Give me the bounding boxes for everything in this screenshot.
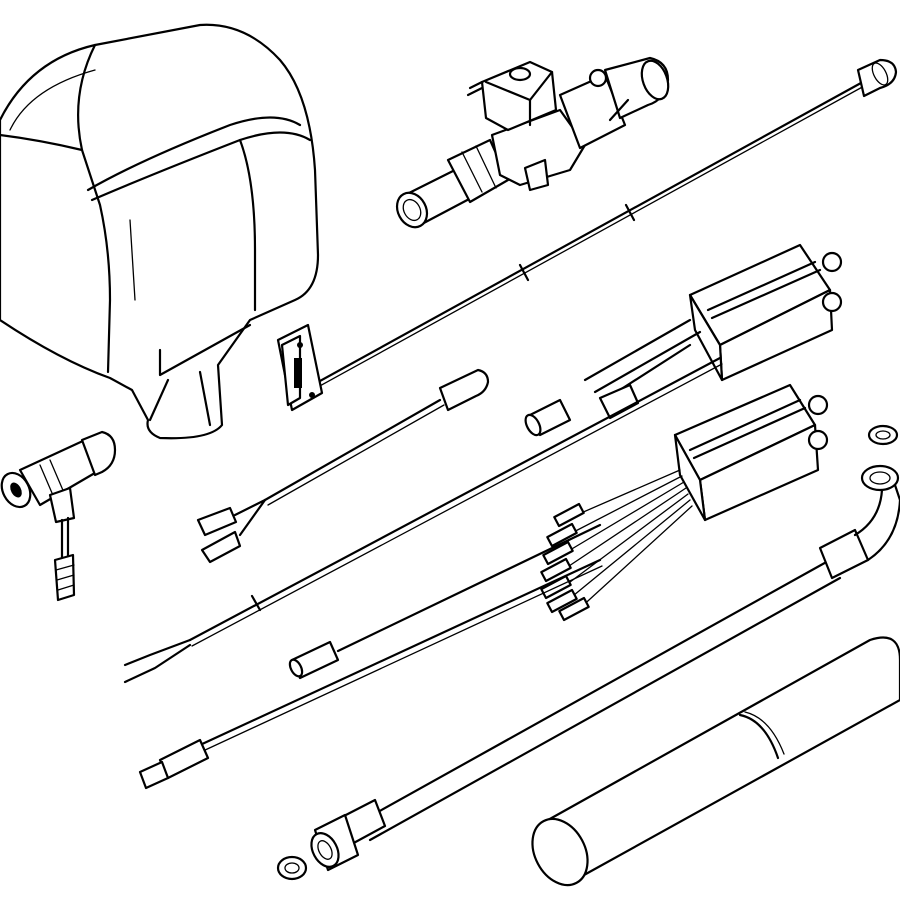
- sealing-washer-bottom: [276, 855, 308, 881]
- upper-control-module: [524, 243, 843, 437]
- long-sensor-cable: [297, 58, 898, 399]
- housing-cover: [0, 23, 320, 440]
- spade-terminal-cable: [196, 368, 490, 564]
- t-fitting-with-sensor: [0, 430, 117, 602]
- mounting-plate: [276, 323, 324, 412]
- two-wire-cable: [123, 356, 723, 684]
- solenoid-valve: [395, 56, 670, 229]
- module-lead-connectors: [540, 502, 590, 622]
- connector-cable: [138, 523, 603, 790]
- cylinder-tube: [531, 636, 900, 887]
- flexible-hose-with-elbow: [310, 424, 900, 872]
- lower-control-module: [673, 383, 829, 522]
- module-lead-wires: [559, 469, 693, 611]
